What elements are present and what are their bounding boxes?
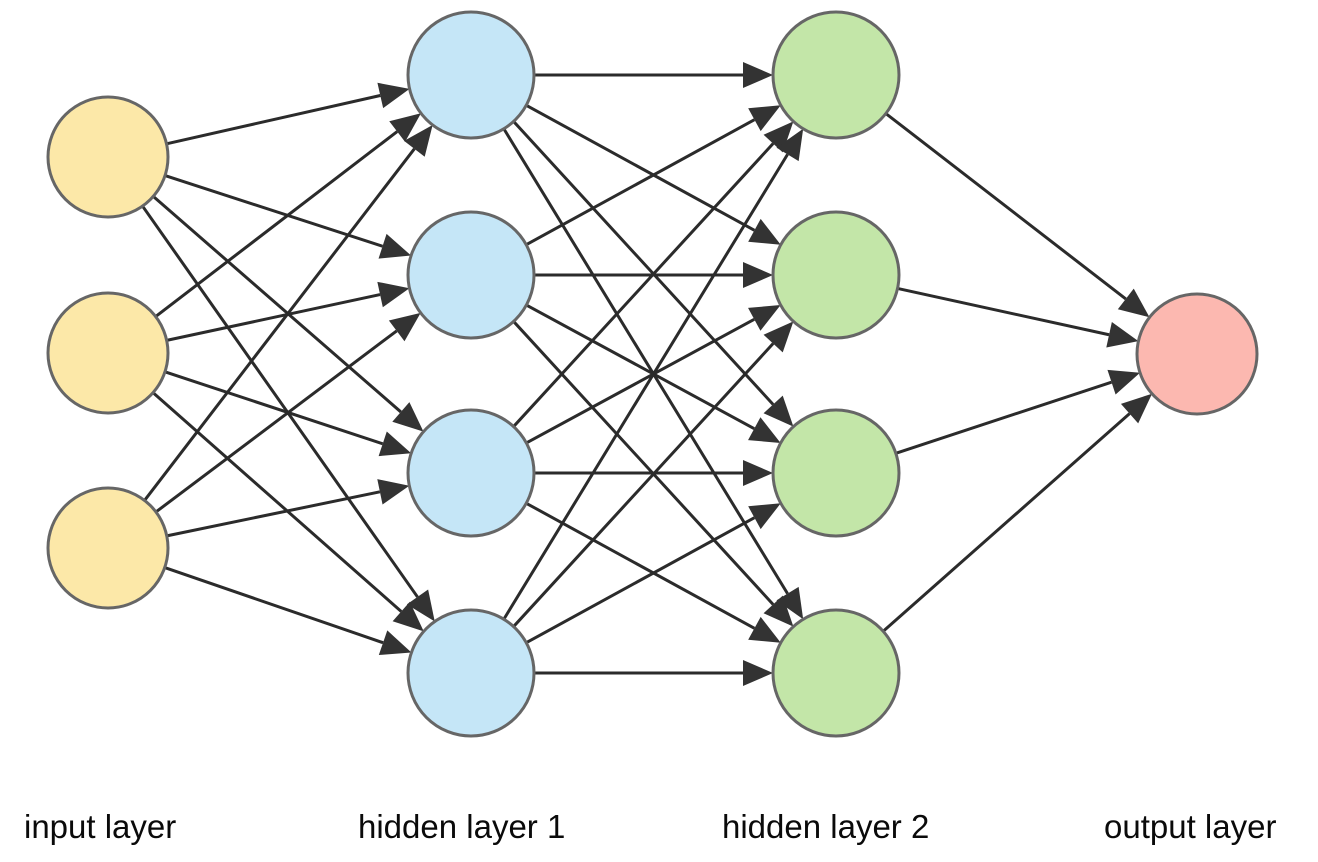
neuron-node-hidden1-1 <box>406 10 536 140</box>
neuron-node-input-1 <box>46 95 170 219</box>
connection-edge <box>152 195 402 414</box>
connection-edge <box>166 293 381 342</box>
connection-edge <box>525 103 756 232</box>
connection-arrow-icon <box>404 124 433 157</box>
connection-edge <box>512 142 775 428</box>
connection-arrow-icon <box>748 305 781 331</box>
connection-edge <box>512 320 775 606</box>
connection-arrow-icon <box>378 233 412 259</box>
connection-arrow-icon <box>377 479 410 505</box>
connection-arrow-icon <box>378 431 412 457</box>
layer-labels-group: input layer hidden layer 1 hidden layer 2 o… <box>24 808 1276 845</box>
layer-label-hidden2: hidden layer 2 <box>722 808 929 845</box>
connection-arrow-icon <box>1107 369 1141 395</box>
connection-edge <box>143 147 416 502</box>
connection-edge <box>525 501 756 630</box>
connection-arrow-icon <box>776 128 804 162</box>
connection-arrow-icon <box>389 113 421 142</box>
connection-edge <box>895 380 1112 455</box>
connection-edge <box>502 127 789 595</box>
connection-arrow-icon <box>748 503 781 530</box>
connection-edge <box>164 174 384 248</box>
connection-arrow-icon <box>1117 288 1150 318</box>
connection-arrow-icon <box>388 312 421 342</box>
connection-arrow-icon <box>748 417 781 443</box>
connection-arrow-icon <box>763 595 794 627</box>
neuron-node-hidden1-2 <box>406 210 536 340</box>
connection-edge <box>166 94 381 146</box>
connection-edge <box>512 342 775 628</box>
connection-edge <box>164 566 384 645</box>
connection-arrow-icon <box>763 395 794 427</box>
neuron-node-input-2 <box>46 291 170 415</box>
connection-arrow-icon <box>377 82 410 109</box>
layer-label-input: input layer <box>24 808 176 845</box>
connection-arrow-icon <box>743 660 773 686</box>
connection-arrow-icon <box>1106 322 1139 348</box>
connection-edge <box>882 412 1131 633</box>
nodes-group <box>46 10 1259 738</box>
connection-arrow-icon <box>763 121 794 153</box>
connection-arrow-icon <box>378 630 412 656</box>
connection-edge <box>525 118 756 247</box>
connection-arrow-icon <box>743 262 773 288</box>
layer-label-hidden1: hidden layer 1 <box>358 808 565 845</box>
connection-arrow-icon <box>748 616 781 643</box>
connection-edge <box>512 120 775 406</box>
connection-edge <box>152 391 403 613</box>
neuron-node-hidden1-4 <box>406 608 536 738</box>
connection-edge <box>884 112 1127 301</box>
connection-arrow-icon <box>743 460 773 486</box>
neuron-node-input-3 <box>46 486 170 610</box>
connection-arrow-icon <box>406 589 435 622</box>
connection-edge <box>141 205 419 598</box>
neuron-node-output-1 <box>1135 292 1259 416</box>
connection-edge <box>164 370 384 446</box>
connection-edge <box>502 153 789 621</box>
neuron-node-hidden1-3 <box>406 408 536 538</box>
neuron-node-hidden2-3 <box>771 408 901 538</box>
layer-label-output: output layer <box>1104 808 1276 845</box>
connection-edge <box>154 130 399 318</box>
connection-arrow-icon <box>392 601 424 632</box>
connection-arrow-icon <box>748 218 781 245</box>
connection-edge <box>525 516 756 645</box>
connection-arrow-icon <box>748 105 781 132</box>
connection-edge <box>155 329 398 514</box>
edges-group <box>141 62 1153 686</box>
connection-arrow-icon <box>743 62 773 88</box>
connection-edge <box>525 303 755 430</box>
connection-edge <box>897 287 1110 337</box>
connection-arrow-icon <box>763 321 794 353</box>
neuron-node-hidden2-4 <box>771 608 901 738</box>
connection-arrow-icon <box>392 402 424 432</box>
connection-arrow-icon <box>776 586 804 620</box>
connection-edge <box>525 318 755 445</box>
connection-arrow-icon <box>1120 393 1153 424</box>
neuron-node-hidden2-1 <box>771 10 901 140</box>
connection-arrow-icon <box>377 281 410 308</box>
connection-edge <box>166 490 381 538</box>
neuron-node-hidden2-2 <box>771 210 901 340</box>
